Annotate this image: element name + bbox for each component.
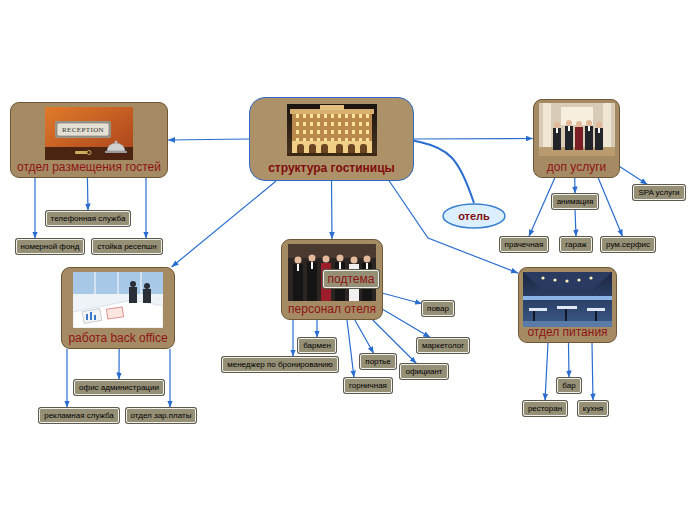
node-label: номерной фонд: [21, 242, 80, 251]
node-label: телефонная служба: [51, 214, 126, 223]
central-topic: структура гостиницы: [249, 97, 414, 181]
connector: [383, 293, 422, 304]
topic-box: работа back office: [61, 267, 175, 349]
connector: [575, 209, 576, 237]
node-label: отдел питания: [527, 325, 607, 342]
node-label: бар: [562, 381, 575, 390]
connector: [347, 320, 354, 378]
node-label: ресторан: [528, 404, 562, 413]
connector: [316, 320, 317, 338]
subtopic-box: подтема: [323, 270, 380, 288]
subtopic-box: рум.серфис: [601, 237, 655, 252]
subtopic-box: официант: [400, 364, 447, 379]
sign-text: RECEPTION: [57, 124, 109, 136]
node-label: маркетолог: [422, 341, 464, 350]
hotel-photo: [287, 104, 377, 156]
connector: [172, 181, 276, 267]
connector: [598, 178, 622, 237]
subtopic-box: гараж: [560, 237, 591, 252]
node-label: горничная: [349, 381, 387, 390]
node-label: бармен: [303, 341, 331, 350]
subtopic-box: отдел зар.платы: [126, 408, 197, 423]
node-label: SPA услуги: [638, 188, 679, 197]
subtopic-box: менеджер по бронированию: [222, 357, 338, 372]
node-label: портье: [365, 357, 390, 366]
connector: [34, 178, 35, 239]
connector: [145, 178, 146, 239]
connector: [168, 139, 249, 140]
subtopic-box: прачечная: [500, 237, 549, 252]
connector: [414, 141, 474, 203]
subtopic-box: портье: [360, 354, 395, 369]
subtopic-box: маркетолог: [417, 338, 469, 353]
connector: [414, 138, 533, 140]
subtopic-box: бар: [557, 378, 580, 393]
connector: [331, 181, 333, 239]
subtopic-box: повар: [422, 301, 454, 316]
subtopic-box: SPA услуги: [633, 185, 684, 200]
node-label: офис администрации: [79, 383, 159, 392]
subtopic-box: бармен: [298, 338, 336, 353]
subtopic-box: анимация: [552, 194, 599, 209]
node-label: работа back office: [68, 331, 167, 348]
node-label: подтема: [328, 272, 375, 289]
office-photo: [73, 272, 163, 328]
connector: [592, 343, 593, 401]
subtopic-box: рекламная служба: [39, 408, 119, 423]
node-label: гараж: [565, 240, 586, 249]
node-label: повар: [427, 304, 449, 313]
node-label: отдел размещения гостей: [17, 160, 161, 177]
connector: [169, 349, 170, 408]
node-label: рум.серфис: [606, 240, 650, 249]
connector: [529, 178, 555, 237]
connector: [355, 320, 374, 354]
node-label: анимация: [557, 197, 594, 206]
connector: [118, 349, 119, 380]
topic-box: отдел размещения гостей: [10, 102, 168, 178]
topic-box: доп услуги: [533, 99, 620, 178]
connector: [545, 343, 548, 401]
subtopic-box: офис администрации: [74, 380, 164, 395]
topic-box: персонал отеля подтема: [281, 239, 383, 320]
node-label: официант: [405, 367, 442, 376]
subtopic-box: телефонная служба: [46, 211, 131, 226]
subtopic-box: кухня: [578, 401, 608, 416]
subtopic-box: горничная: [344, 378, 392, 393]
connector: [87, 178, 89, 211]
node-label: менеджер по бронированию: [227, 360, 333, 369]
topic-box: отдел питания: [518, 267, 617, 343]
node-label: прачечная: [505, 240, 544, 249]
node-label: кухня: [583, 404, 603, 413]
connector: [292, 320, 293, 357]
node-label: доп услуги: [547, 160, 606, 177]
subtopic-box: номерной фонд: [16, 239, 85, 254]
doormen-photo: [539, 103, 615, 156]
connector: [568, 343, 570, 378]
node-label: структура гостиницы: [268, 161, 395, 180]
node-label: рекламная служба: [44, 411, 114, 420]
connector: [620, 167, 647, 185]
node-label: стойка ресепшн: [97, 242, 156, 251]
connector: [389, 181, 518, 273]
node-label: персонал отеля: [288, 302, 376, 319]
node-label: отдел зар.платы: [131, 411, 192, 420]
connector: [66, 349, 67, 408]
connector: [574, 178, 575, 194]
callout-bubble: отель: [442, 203, 506, 229]
node-label: отель: [458, 210, 490, 222]
restaurant-photo: [523, 272, 612, 327]
subtopic-box: ресторан: [523, 401, 567, 416]
subtopic-box: стойка ресепшн: [92, 239, 161, 254]
